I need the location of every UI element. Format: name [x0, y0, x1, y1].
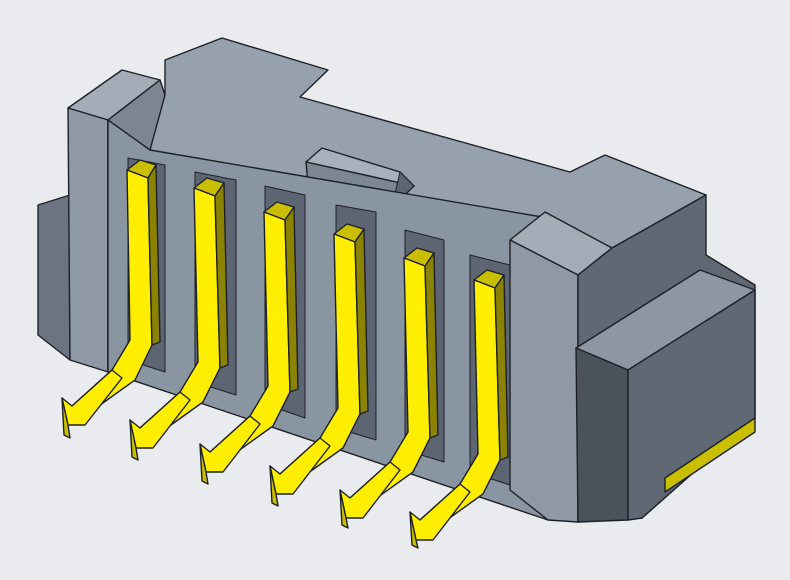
pin-3 [199, 201, 299, 485]
pin-6 [409, 269, 509, 549]
housing-right-block-front [509, 239, 579, 523]
pin-1 [61, 159, 161, 439]
housing-left-side [37, 194, 71, 361]
pin-5 [339, 247, 439, 529]
housing-left-post-front [67, 107, 109, 373]
connector-pins [61, 159, 509, 549]
pin-2 [129, 177, 229, 461]
housing-right-boss-front [575, 347, 629, 523]
pin-4 [269, 223, 369, 507]
housing-solder-tab [664, 417, 756, 493]
